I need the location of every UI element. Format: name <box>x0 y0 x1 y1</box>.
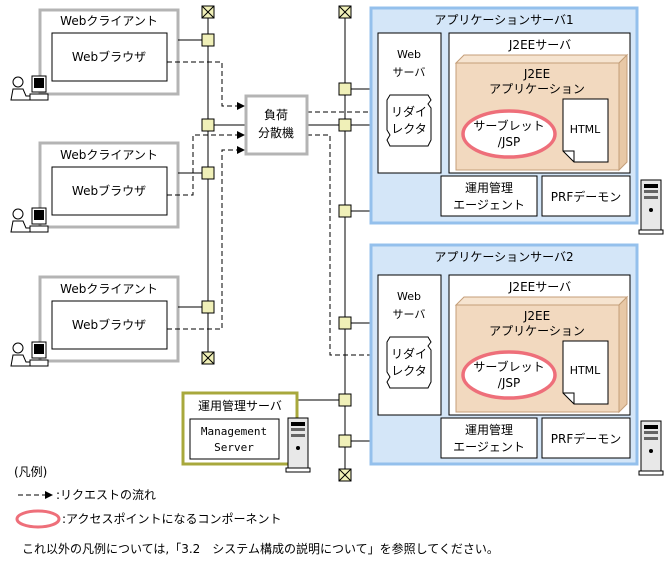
mgmt-server-inner-line1: Management <box>201 425 267 438</box>
app-server-2: アプリケーションサーバ2 Web サーバ リダイ レクタ J2EEサーバ J2E… <box>369 243 639 466</box>
web-client-3: Webクライアント Webブラウザ <box>10 275 180 367</box>
redirector-line2: レクタ <box>391 122 427 136</box>
pc-user-icon <box>10 75 49 101</box>
terminator-icon <box>201 5 215 19</box>
j2ee-app-line1: J2EE <box>523 67 550 81</box>
mgmt-agent-box <box>440 417 538 459</box>
mgmt-agent-box <box>440 175 538 217</box>
terminator-icon <box>338 5 352 19</box>
mgmt-agent-line1: 運用管理 <box>465 180 513 195</box>
terminator-icon <box>338 468 352 482</box>
client-label: Webクライアント <box>60 282 158 296</box>
web-client-2: Webクライアント Webブラウザ <box>10 141 180 233</box>
app-server-title: アプリケーションサーバ1 <box>434 13 573 27</box>
mgmt-server: 運用管理サーバ Management Server <box>181 391 299 466</box>
prf-daemon-label: PRFデーモン <box>551 431 621 446</box>
load-balancer-line2: 分散機 <box>258 125 294 140</box>
terminator-icon <box>201 351 215 365</box>
browser-box <box>51 166 168 216</box>
servlet-access-point <box>461 109 557 159</box>
connection-nodes <box>201 33 352 448</box>
j2ee-app-line2: アプリケーション <box>489 324 585 338</box>
client-label: Webクライアント <box>60 148 158 162</box>
prf-daemon-box <box>541 417 631 459</box>
redirector-line1: リダイ <box>391 104 427 119</box>
browser-box <box>51 300 168 350</box>
browser-label: Webブラウザ <box>72 317 146 332</box>
web-client-1: Webクライアント Webブラウザ <box>10 8 180 101</box>
j2ee-app-line2: アプリケーション <box>489 82 585 96</box>
web-server-line1: Web <box>397 48 421 61</box>
legend-note: これ以外の凡例については,「3.2 システム構成の説明について」を参照してくださ… <box>22 541 499 556</box>
app-server-1: アプリケーションサーバ1 Web サーバ リダイ レクタ J2EEサーバ J2E… <box>369 6 639 225</box>
prf-daemon-box <box>541 175 631 217</box>
load-balancer: 負荷 分散機 <box>244 94 309 156</box>
redirector-box <box>386 336 432 389</box>
legend: (凡例) :リクエストの流れ :アクセスポイントになるコンポーネント これ以外の… <box>14 465 499 556</box>
pc-user-icon <box>10 341 49 367</box>
redirector-line2: レクタ <box>391 364 427 378</box>
legend-ring-icon <box>15 509 61 529</box>
redirector-line1: リダイ <box>391 346 427 361</box>
servlet-line1: サーブレット <box>473 118 544 133</box>
mgmt-server-inner-line2: Server <box>214 441 254 454</box>
mgmt-agent-line1: 運用管理 <box>465 422 513 437</box>
browser-box <box>51 32 168 82</box>
j2ee-server-label: J2EEサーバ <box>508 280 571 294</box>
servlet-access-point <box>461 350 557 400</box>
html-document-icon <box>562 340 609 405</box>
mgmt-agent-line2: エージェント <box>453 440 525 454</box>
web-server-line2: サーバ <box>393 308 426 321</box>
web-server-line2: サーバ <box>393 66 426 79</box>
server-tower-icon <box>638 179 664 235</box>
load-balancer-line1: 負荷 <box>264 108 288 122</box>
servlet-line2: /JSP <box>498 376 520 390</box>
web-server-line1: Web <box>397 290 421 303</box>
legend-request-flow: :リクエストの流れ <box>56 488 156 502</box>
client-label: Webクライアント <box>60 14 158 28</box>
html-label: HTML <box>570 364 601 377</box>
browser-label: Webブラウザ <box>72 183 146 198</box>
legend-access-point: :アクセスポイントになるコンポーネント <box>62 512 281 526</box>
server-tower-icon <box>285 417 311 473</box>
legend-heading: (凡例) <box>14 465 47 479</box>
server-tower-icon <box>638 420 664 476</box>
html-document-icon <box>562 98 609 163</box>
prf-daemon-label: PRFデーモン <box>551 189 621 204</box>
app-server-title: アプリケーションサーバ2 <box>434 250 573 264</box>
pc-user-icon <box>10 207 49 233</box>
redirector-box <box>386 94 432 147</box>
mgmt-server-title: 運用管理サーバ <box>198 398 282 413</box>
browser-label: Webブラウザ <box>72 49 146 64</box>
servlet-line2: /JSP <box>498 135 520 149</box>
j2ee-server-label: J2EEサーバ <box>508 38 571 52</box>
servlet-line1: サーブレット <box>473 359 544 374</box>
j2ee-app-line1: J2EE <box>523 309 550 323</box>
mgmt-agent-line2: エージェント <box>453 198 525 212</box>
html-label: HTML <box>570 123 601 136</box>
